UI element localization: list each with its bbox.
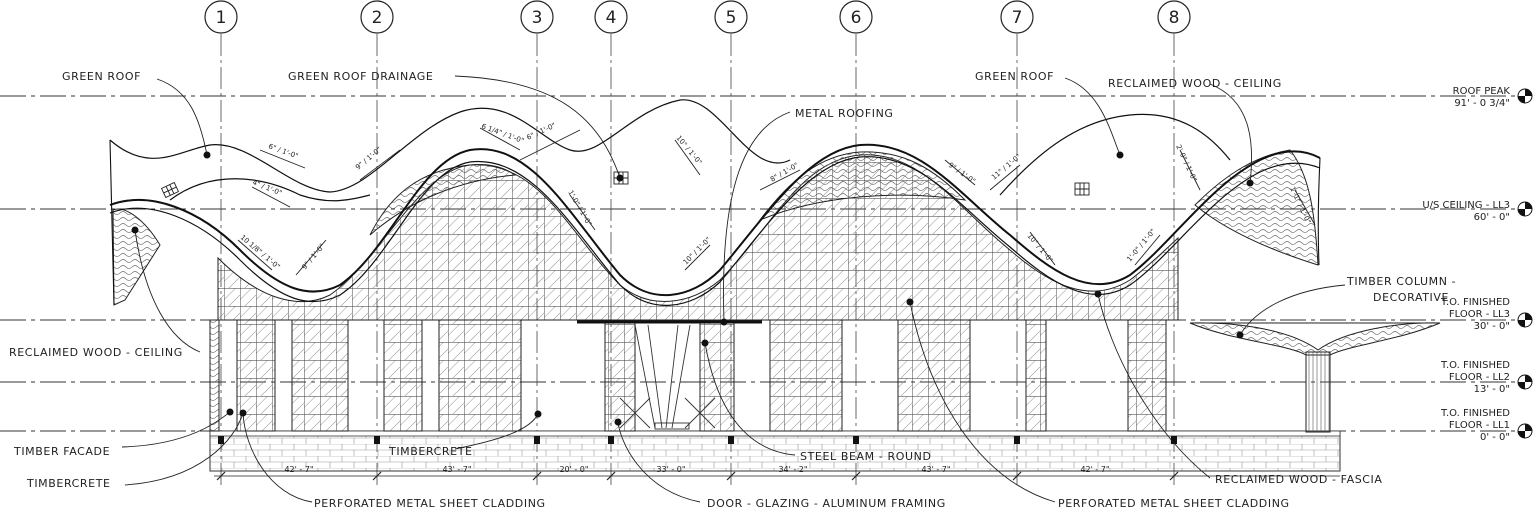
grid-bubble-5: 5 bbox=[714, 0, 748, 34]
roof-ceiling-wood bbox=[112, 149, 1319, 306]
grid-bubble-7: 7 bbox=[1000, 0, 1034, 34]
grid-label-8: 8 bbox=[1169, 8, 1180, 28]
grid-bubble-6: 6 bbox=[839, 0, 873, 34]
note-metal-roofing: METAL ROOFING bbox=[795, 107, 894, 120]
slope-label: 2'-0" / 1'-0" bbox=[1174, 143, 1198, 183]
note-reclaimed-wood-ceiling-left: RECLAIMED WOOD - CEILING bbox=[9, 346, 183, 359]
note-door-glazing: DOOR - GLAZING - ALUMINUM FRAMING bbox=[707, 497, 946, 510]
note-timber-column: TIMBER COLUMN - bbox=[1346, 275, 1456, 288]
note-green-roof-drainage: GREEN ROOF DRAINAGE bbox=[288, 70, 433, 83]
leader-lines bbox=[121, 75, 1346, 503]
slope-label: 6" / 1'-0" bbox=[267, 142, 299, 160]
note-reclaimed-wood-fascia: RECLAIMED WOOD - FASCIA bbox=[1215, 473, 1383, 486]
note-timbercrete-left: TIMBERCRETE bbox=[26, 477, 111, 490]
note-perforated-right: PERFORATED METAL SHEET CLADDING bbox=[1058, 497, 1290, 510]
level-elevation: 30' - 0" bbox=[1474, 321, 1510, 332]
dimension-label: 42' - 7" bbox=[1080, 465, 1109, 474]
bay-panel bbox=[604, 319, 636, 432]
level-name: ROOF PEAK bbox=[1453, 86, 1511, 97]
entrance-door bbox=[619, 324, 716, 430]
grid-label-1: 1 bbox=[216, 8, 227, 28]
annotation-notes: GREEN ROOF GREEN ROOF DRAINAGE METAL ROO… bbox=[9, 70, 1456, 510]
dimension-string: 42' - 7" 43' - 7" 20' - 0" 33' - 0" 34' … bbox=[214, 465, 1340, 481]
note-timber-column-2: DECORATIVE bbox=[1373, 291, 1449, 304]
level-name-2: FLOOR - LL1 bbox=[1449, 420, 1510, 431]
slope-label: 6 1/4" / 1'-0" bbox=[480, 122, 525, 145]
level-elevation: 0' - 0" bbox=[1480, 432, 1510, 443]
bay-panel bbox=[383, 319, 423, 432]
level-tag-ceiling-ll3: U/S CEILING - LL3 60' - 0" bbox=[1422, 200, 1533, 223]
note-timbercrete-center: TIMBERCRETE bbox=[388, 445, 473, 458]
ground-floor-bays bbox=[236, 319, 1167, 432]
dimension-label: 43' - 7" bbox=[442, 465, 471, 474]
grid-label-3: 3 bbox=[532, 8, 543, 28]
grid-label-6: 6 bbox=[851, 8, 862, 28]
bay-panel bbox=[769, 319, 843, 432]
level-name: U/S CEILING - LL3 bbox=[1422, 200, 1510, 211]
leader-dots bbox=[131, 151, 1254, 426]
level-tag-ll3: T.O. FINISHED FLOOR - LL3 30' - 0" bbox=[1440, 297, 1533, 332]
level-name-2: FLOOR - LL3 bbox=[1449, 309, 1510, 320]
bay-panel bbox=[1025, 319, 1047, 432]
grid-label-4: 4 bbox=[606, 8, 617, 28]
note-steel-beam: STEEL BEAM - ROUND bbox=[800, 450, 932, 463]
bay-panel bbox=[1127, 319, 1167, 432]
dimension-label: 33' - 0" bbox=[656, 465, 685, 474]
timber-column-decorative bbox=[1189, 322, 1441, 433]
level-elevation: 13' - 0" bbox=[1474, 384, 1510, 395]
bay-panel bbox=[897, 319, 971, 432]
slope-label: 6" / 1'-0" bbox=[525, 121, 557, 141]
level-name: T.O. FINISHED bbox=[1440, 297, 1510, 308]
level-name-2: FLOOR - LL2 bbox=[1449, 372, 1510, 383]
level-name: T.O. FINISHED bbox=[1440, 408, 1510, 419]
grid-bubble-2: 2 bbox=[360, 0, 394, 34]
bay-panel bbox=[438, 319, 522, 432]
grid-bubble-8: 8 bbox=[1157, 0, 1191, 34]
grid-label-7: 7 bbox=[1012, 8, 1023, 28]
timber-facade bbox=[209, 319, 220, 432]
grid-bubble-3: 3 bbox=[520, 0, 554, 34]
base-cap bbox=[209, 430, 1341, 437]
grid-bubble-1: 1 bbox=[204, 0, 238, 34]
slope-label: 10" / 1'-0" bbox=[674, 134, 703, 166]
slope-label: 9" / 1'-0" bbox=[947, 161, 977, 185]
level-elevation: 91' - 0 3/4" bbox=[1454, 98, 1510, 109]
dimension-label: 34' - 2" bbox=[778, 465, 807, 474]
grid-base-markers bbox=[218, 436, 1177, 444]
bay-panel bbox=[291, 319, 349, 432]
grid-bubbles: 1 2 3 4 5 6 7 8 bbox=[204, 0, 1191, 34]
level-tag-ll2: T.O. FINISHED FLOOR - LL2 13' - 0" bbox=[1440, 360, 1533, 395]
bay-panel bbox=[699, 319, 735, 432]
grid-label-2: 2 bbox=[372, 8, 383, 28]
wavy-roof bbox=[109, 99, 1321, 306]
level-elevation: 60' - 0" bbox=[1474, 212, 1510, 223]
note-green-roof-left: GREEN ROOF bbox=[62, 70, 141, 83]
slope-label: 9" / 1'-0" bbox=[300, 242, 326, 271]
level-tag-roof-peak: ROOF PEAK 91' - 0 3/4" bbox=[1453, 86, 1533, 109]
dimension-label: 42' - 7" bbox=[284, 465, 313, 474]
grid-bubble-4: 4 bbox=[594, 0, 628, 34]
slope-arrows bbox=[237, 127, 1316, 276]
roof-drain-icons bbox=[160, 171, 1090, 199]
dimension-label: 43' - 7" bbox=[921, 465, 950, 474]
slope-label: 10" / 1'-0" bbox=[682, 236, 713, 267]
grid-label-5: 5 bbox=[726, 8, 737, 28]
note-perforated-left: PERFORATED METAL SHEET CLADDING bbox=[314, 497, 546, 510]
note-green-roof-right: GREEN ROOF bbox=[975, 70, 1054, 83]
note-reclaimed-wood-ceiling-right: RECLAIMED WOOD - CEILING bbox=[1108, 77, 1282, 90]
level-name: T.O. FINISHED bbox=[1440, 360, 1510, 371]
note-timber-facade: TIMBER FACADE bbox=[13, 445, 110, 458]
dimension-label: 20' - 0" bbox=[559, 465, 588, 474]
level-tags: ROOF PEAK 91' - 0 3/4" U/S CEILING - LL3… bbox=[1422, 86, 1533, 443]
level-tag-ll1: T.O. FINISHED FLOOR - LL1 0' - 0" bbox=[1440, 408, 1533, 443]
